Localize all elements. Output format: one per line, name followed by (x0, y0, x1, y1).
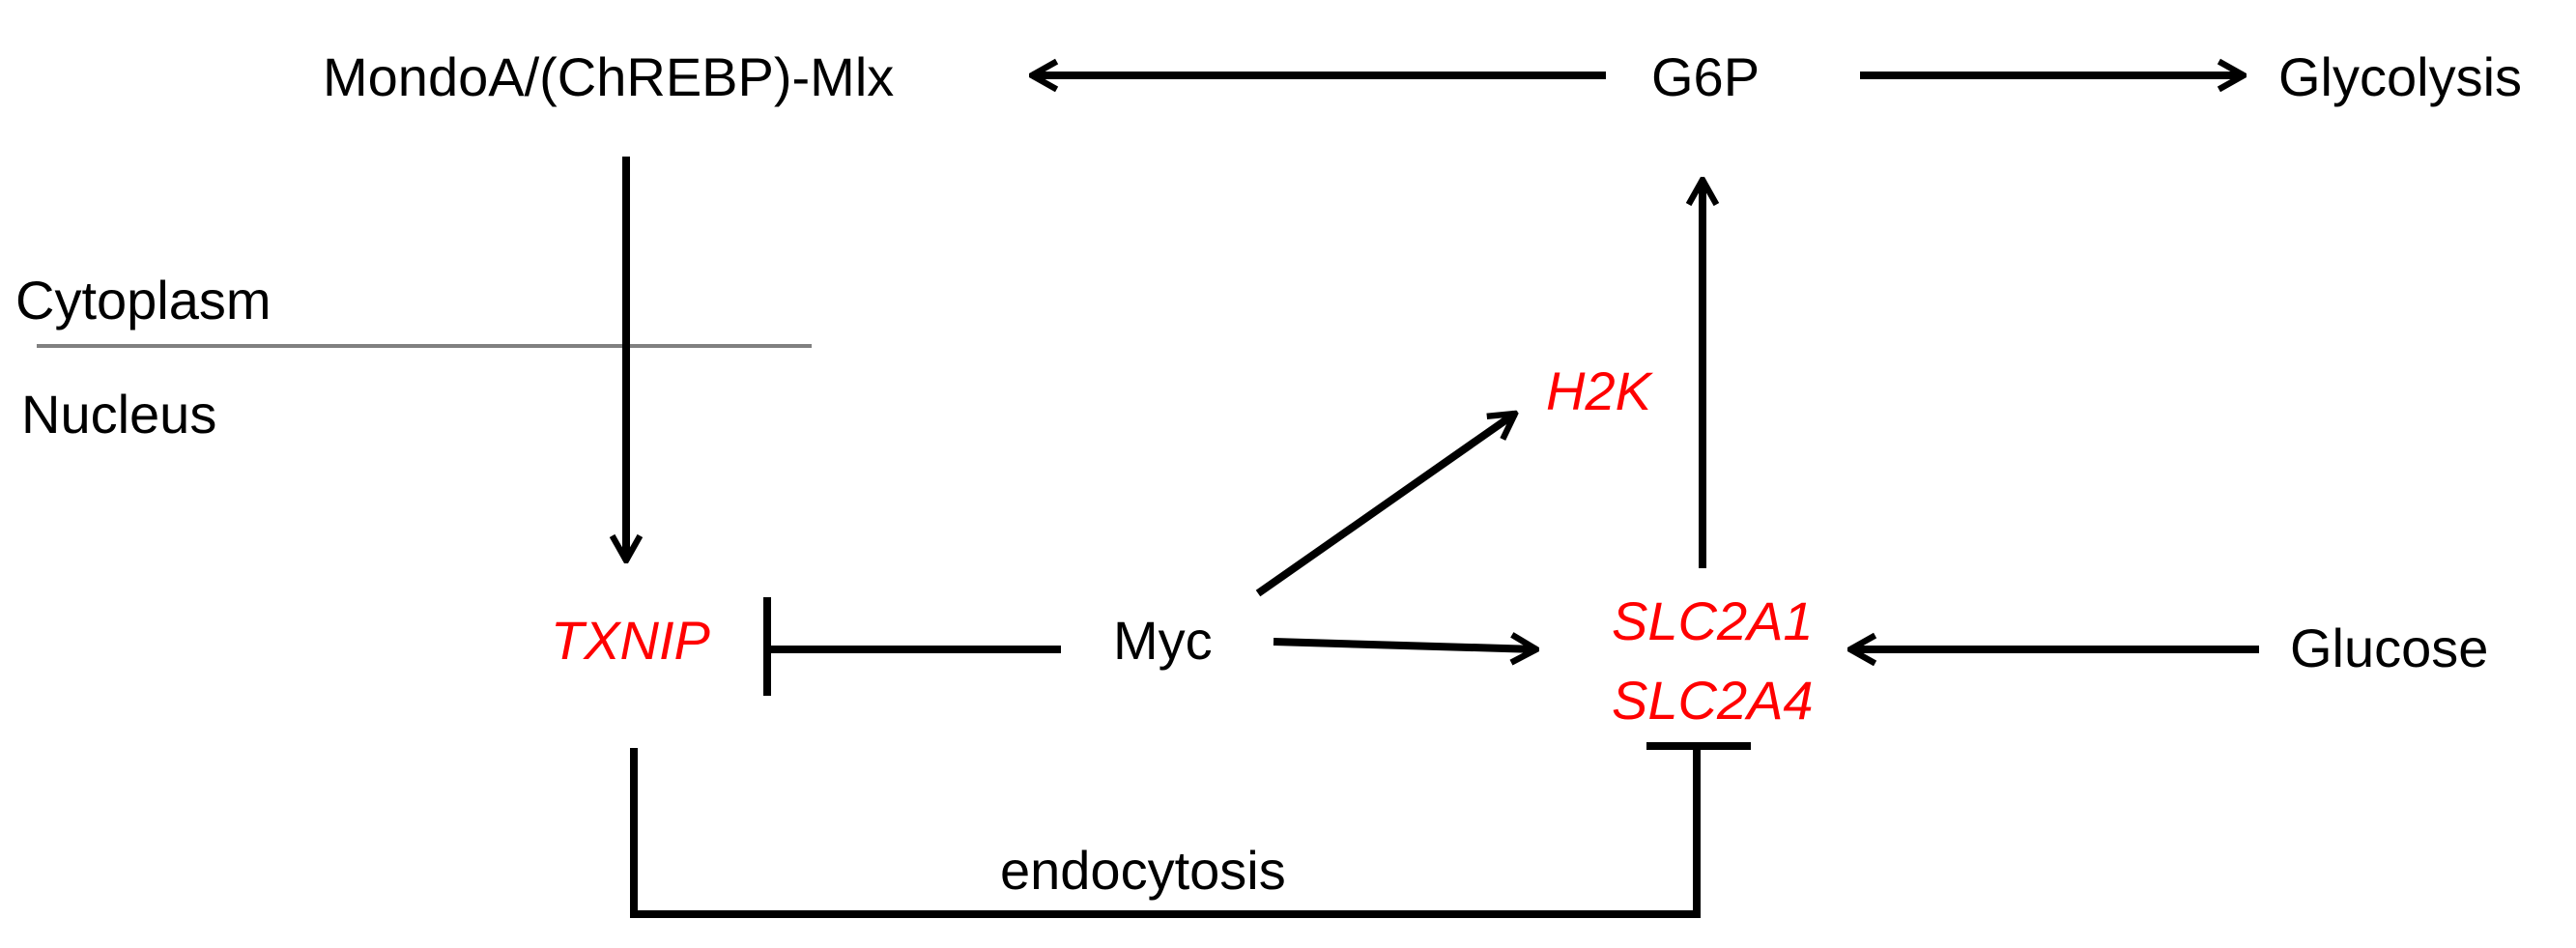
arrow-myc-to-slc2a (1273, 642, 1536, 649)
glycolysis-node: Glycolysis (2278, 46, 2522, 107)
slc2a1-gene-node: SLC2A1 (1612, 590, 1814, 651)
mondoa-mlx-node: MondoA/(ChREBP)-Mlx (323, 46, 894, 107)
cytoplasm-label: Cytoplasm (15, 270, 272, 330)
nucleus-label: Nucleus (21, 384, 216, 445)
myc-node: Myc (1113, 610, 1213, 671)
endocytosis-label: endocytosis (1000, 840, 1286, 901)
txnip-gene-node: TXNIP (551, 610, 710, 671)
slc2a4-gene-node: SLC2A4 (1612, 670, 1814, 731)
inhibit-txnip-to-slc2a (630, 742, 1751, 918)
inhibit-myc-to-txnip (763, 597, 1061, 696)
glucose-node: Glucose (2290, 618, 2488, 678)
h2k-gene-node: H2K (1546, 360, 1654, 421)
arrow-myc-to-h2k (1255, 414, 1515, 597)
g6p-node: G6P (1651, 46, 1760, 107)
